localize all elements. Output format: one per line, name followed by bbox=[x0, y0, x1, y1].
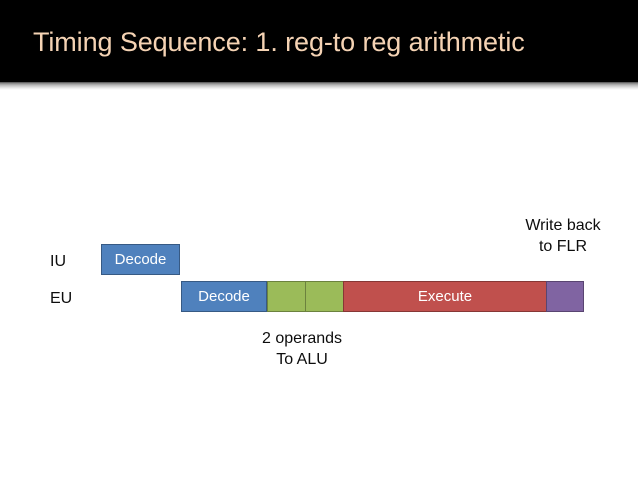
annotation-write-back-line1: Write back bbox=[525, 217, 601, 234]
row-label-iu: IU bbox=[50, 253, 66, 270]
eu-stage-execute: Execute bbox=[343, 281, 547, 312]
annotation-write-back: Write back to FLR bbox=[503, 215, 623, 257]
row-label-eu: EU bbox=[50, 290, 73, 307]
iu-stage-decode: Decode bbox=[101, 244, 180, 275]
eu-stage-decode: Decode bbox=[181, 281, 267, 312]
eu-stage-operand-2 bbox=[305, 281, 344, 312]
page-title: Timing Sequence: 1. reg-to reg arithmeti… bbox=[33, 27, 525, 57]
eu-stage-writeback bbox=[546, 281, 584, 312]
annotation-operands-line2: To ALU bbox=[276, 351, 328, 368]
annotation-operands: 2 operands To ALU bbox=[222, 328, 382, 370]
annotation-write-back-line2: to FLR bbox=[538, 238, 587, 255]
title-band: Timing Sequence: 1. reg-to reg arithmeti… bbox=[0, 0, 638, 82]
title-divider bbox=[0, 82, 638, 90]
timing-diagram: IU EU Decode Decode Execute Write back t… bbox=[0, 90, 638, 479]
eu-stage-operand-1 bbox=[267, 281, 306, 312]
annotation-operands-line1: 2 operands bbox=[261, 330, 343, 347]
